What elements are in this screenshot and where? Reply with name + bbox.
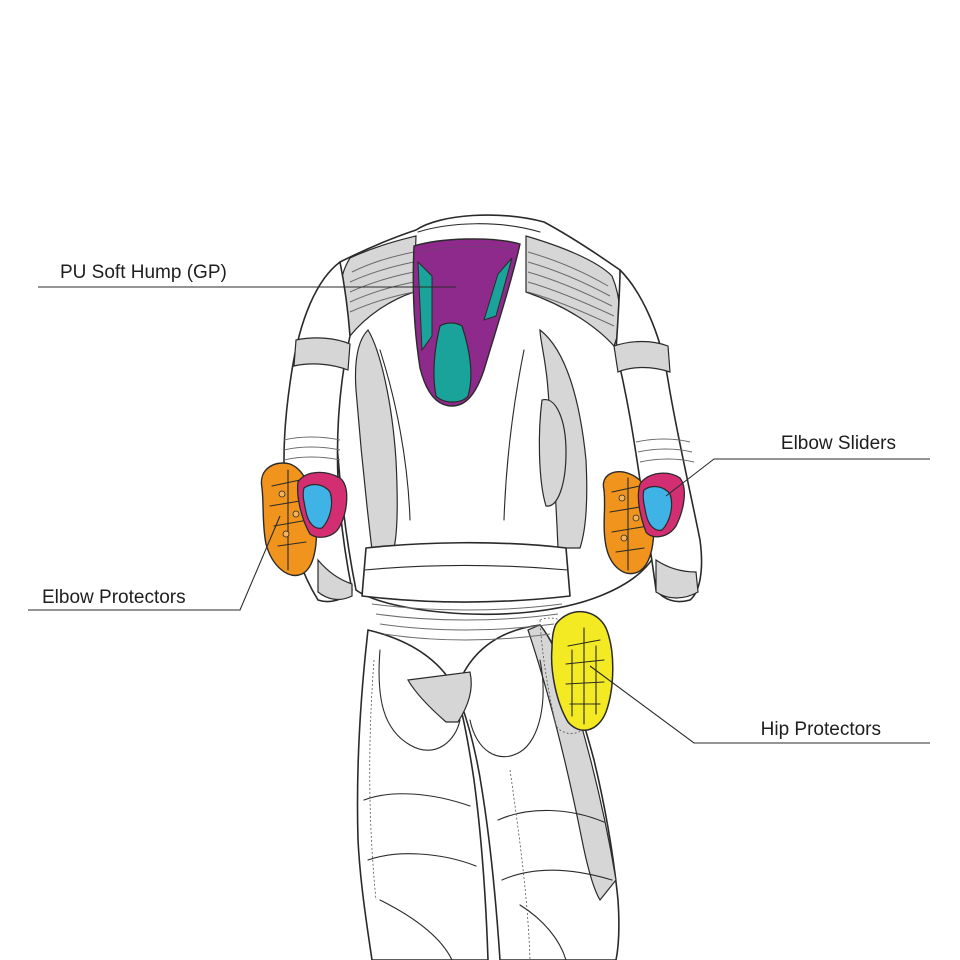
right-upper-arm-band [613,340,671,373]
elbow-protectors-label: Elbow Protectors [42,587,186,608]
left-elbow-protector-cells [269,469,309,571]
pu-soft-hump [412,238,521,407]
callout-labels: PU Soft Hump (GP) Elbow Sliders Elbow Pr… [42,262,896,740]
lower-back-ribs [371,603,563,641]
hump-label: PU Soft Hump (GP) [60,262,227,283]
hump-stitch [419,245,515,253]
callout-leaders [28,286,930,744]
crotch-gusset [407,671,472,723]
hip-protector-pad [550,610,614,732]
suit-legs [356,624,620,960]
right-forearm-ribs [635,438,695,463]
hump-teal-right-fin [483,257,513,321]
collar-line [417,223,541,233]
left-elbow-slider-blue [302,483,333,529]
hip-protectors-leader [589,665,930,744]
right-elbow-slider-blue [642,485,673,531]
left-back-seam [379,349,411,521]
left-forearm-ribs [283,436,341,461]
left-cuff-panel [317,558,353,601]
left-elbow-slider [296,471,348,538]
left-leg-stitch [369,659,377,901]
hump-teal-center [433,322,472,403]
elbow-sliders-leader [665,458,930,497]
right-knee-seam [497,809,605,823]
hump-teal-left-fin [417,260,433,352]
waist-band-line [363,564,569,571]
right-elbow-slider [637,472,686,538]
right-back-seam [503,349,525,521]
left-calf-seam [379,899,453,960]
right-cuff-panel [655,558,699,599]
left-upper-arm-band [293,337,351,371]
right-back-vent [538,399,567,507]
hip-protectors-label: Hip Protectors [761,719,881,740]
left-knee-seam [363,793,471,807]
elbow-sliders-label: Elbow Sliders [781,433,896,454]
right-knee-seam-2 [501,869,613,881]
right-shoulder-ribs [527,251,615,327]
waist-band [361,541,571,603]
hip-protector [539,610,614,734]
right-seat-seam [469,659,544,758]
right-calf-seam [519,904,567,960]
hip-protector-cells [565,627,605,725]
suit-torso [319,214,669,641]
elbow-protectors-leader [28,515,281,611]
right-leg-stitch [509,769,531,960]
left-seat-seam [378,649,461,751]
right-elbow-protector-cells [609,477,649,571]
left-knee-seam-2 [367,853,477,867]
left-shoulder-ribs [349,251,415,313]
